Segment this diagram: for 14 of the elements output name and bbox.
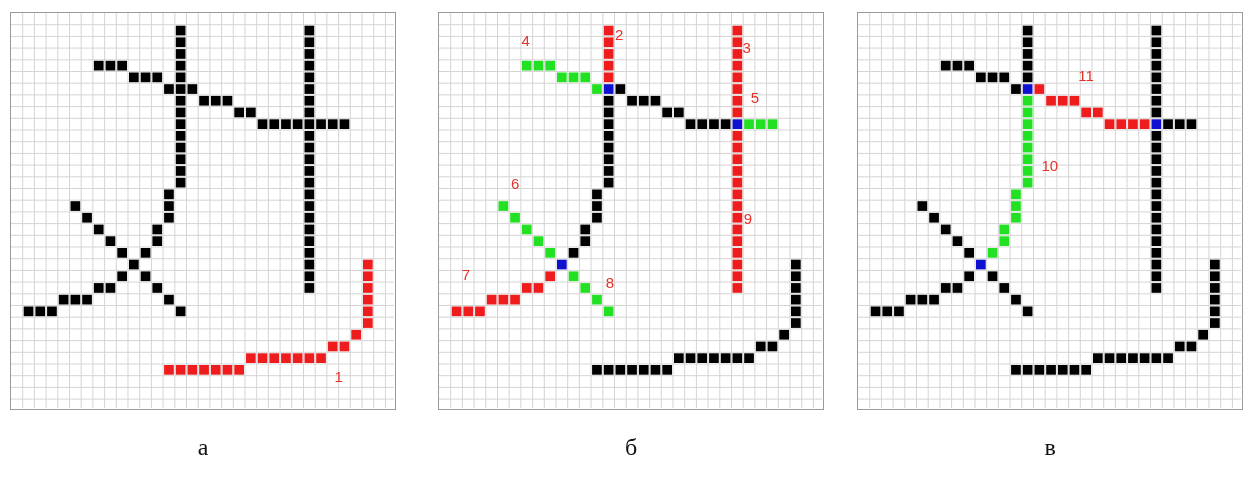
segment-number: 10 (1041, 157, 1059, 173)
segment-number: 8 (605, 274, 614, 290)
segment-number: 4 (521, 32, 530, 48)
segment-number: 7 (461, 266, 471, 282)
segment-number: 1 (334, 368, 343, 384)
segment-number: 11 (1078, 67, 1094, 83)
segment-number: 6 (510, 175, 520, 191)
segment-number: 5 (750, 89, 760, 105)
segment-number: 3 (742, 39, 751, 55)
panel-caption: в (1043, 433, 1057, 461)
segment-number: 2 (615, 26, 624, 42)
segment-number: 9 (743, 210, 753, 226)
panel-caption: а (196, 433, 210, 461)
panel-caption: б (623, 433, 639, 461)
